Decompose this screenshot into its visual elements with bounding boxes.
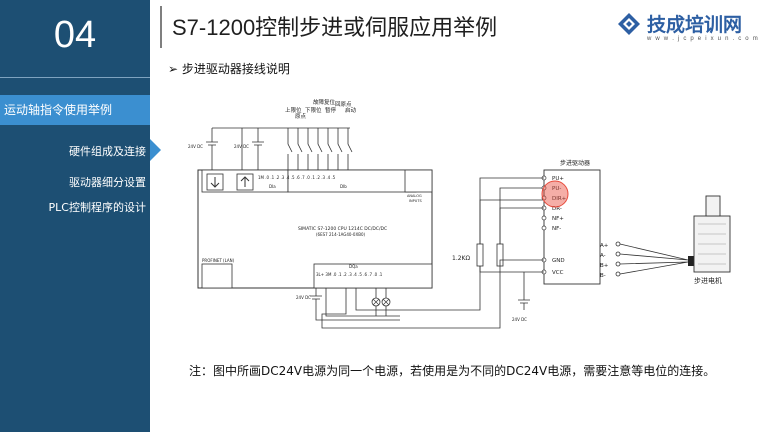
- title-divider: [160, 6, 162, 48]
- bullet-arrow-icon: ➢: [168, 62, 182, 76]
- switch-label-home: 回原点: [335, 101, 352, 108]
- switch-label-fault-reset: 故障复位: [313, 98, 336, 106]
- up-arrow-icon: [240, 176, 250, 187]
- motor-pin-a-minus: A-: [600, 253, 606, 259]
- di-label-a: DIa: [269, 184, 276, 189]
- sidebar-item-driver-setting[interactable]: 驱动器细分设置: [69, 176, 146, 189]
- section-number: 04: [53, 14, 97, 56]
- sidebar-item-plc-program[interactable]: PLC控制程序的设计: [48, 201, 146, 214]
- analog-label: ANALOG: [407, 194, 422, 198]
- resistor-1: [476, 243, 484, 267]
- supply-label-1: 24V DC: [188, 144, 203, 149]
- highlight-marker: [541, 180, 569, 208]
- active-item-arrow-icon: [150, 139, 161, 161]
- page-title: S7-1200控制步进或伺服应用举例: [172, 15, 498, 40]
- sidebar-item-motion-axis[interactable]: 运动轴指令使用举例: [0, 95, 150, 125]
- logo-diamond-icon: [618, 13, 640, 35]
- logo-url: w w w . j c p e i x u n . c o m: [647, 36, 759, 42]
- profinet-port: [201, 263, 233, 289]
- subheading-text: 步进驱动器接线说明: [181, 62, 290, 76]
- dq-label: DQa: [349, 264, 358, 269]
- subheading: ➢ 步进驱动器接线说明: [168, 60, 290, 77]
- plc-model-line2: (6ES7 214-1AG40-0XB0): [316, 232, 365, 237]
- switch-label-upper-limit: 上限位: [285, 106, 302, 114]
- driver-pin-nf-minus: NF-: [552, 226, 561, 232]
- svg-text:1M .0 .1 .2 .3 .4 .5 .6 .7 .0: 1M .0 .1 .2 .3 .4 .5 .6 .7 .0 .1 .2 .3 .…: [258, 175, 336, 180]
- plc-top-terminals-b: [287, 169, 417, 193]
- driver-pin-dr-minus: DR-: [552, 206, 562, 212]
- driver-pin-nf-plus: NF+: [552, 216, 564, 222]
- motor-label: 步进电机: [694, 276, 722, 285]
- driver-pin-vcc: VCC: [552, 270, 564, 276]
- switch-label-origin: 原点: [295, 113, 307, 120]
- section-number-box: 04: [0, 0, 150, 78]
- plc-analog-terminals: [404, 169, 433, 193]
- plc-model-line1: SIMATIC S7-1200 CPU 1214C DC/DC/DC: [298, 226, 387, 232]
- stepper-driver-box: [543, 169, 601, 285]
- switch-label-pause: 暂停: [325, 106, 337, 114]
- motor-pin-b-plus: B+: [600, 263, 609, 269]
- di-label-b: DIb: [340, 184, 347, 189]
- inputs-label: INPUTS: [409, 199, 422, 203]
- down-arrow-icon: [210, 177, 220, 188]
- driver-title: 步进驱动器: [560, 159, 590, 167]
- motor-pin-a-plus: A+: [600, 243, 609, 249]
- wiring-diagram: 1M .0 .1 .2 .3 .4 .5 .6 .7 .0 .1 .2 .3 .…: [188, 98, 731, 329]
- svg-text:3L+ 3M .0 .1 .2 .3 .4 .5 .6 .7: 3L+ 3M .0 .1 .2 .3 .4 .5 .6 .7 .0 .1: [316, 272, 383, 277]
- profinet-label: PROFINET (LAN): [202, 258, 235, 263]
- supply-label-3: 24V DC: [296, 295, 311, 300]
- switch-label-lower-limit: 下限位: [305, 106, 322, 114]
- driver-pin-pu-minus: PU-: [552, 186, 561, 192]
- driver-pin-dir-plus: DIR+: [552, 196, 567, 202]
- sidebar-item-hardware[interactable]: 硬件组成及连接: [69, 145, 146, 158]
- note-text: 注：图中所画DC24V电源为同一个电源，若使用是为不同的DC24V电源，需要注意…: [189, 364, 716, 378]
- driver-pin-gnd: GND: [552, 258, 565, 264]
- sidebar: 04 运动轴指令使用举例 硬件组成及连接 驱动器细分设置 PLC控制程序的设计: [0, 0, 150, 432]
- supply-label-4: 24V DC: [512, 317, 527, 322]
- supply-label-2: 24V DC: [234, 144, 249, 149]
- switch-label-start: 启动: [345, 106, 357, 114]
- motor-pin-b-minus: B-: [600, 273, 606, 279]
- plc-output-terminals: [313, 263, 433, 289]
- logo: 技成培训网 w w w . j c p e i x u n . c o m: [617, 10, 762, 46]
- driver-pin-pu-plus: PU+: [552, 176, 564, 182]
- resistor-label: 1.2KΩ: [452, 255, 470, 262]
- logo-text: 技成培训网: [647, 14, 743, 36]
- stepper-motor-icon: [688, 195, 731, 273]
